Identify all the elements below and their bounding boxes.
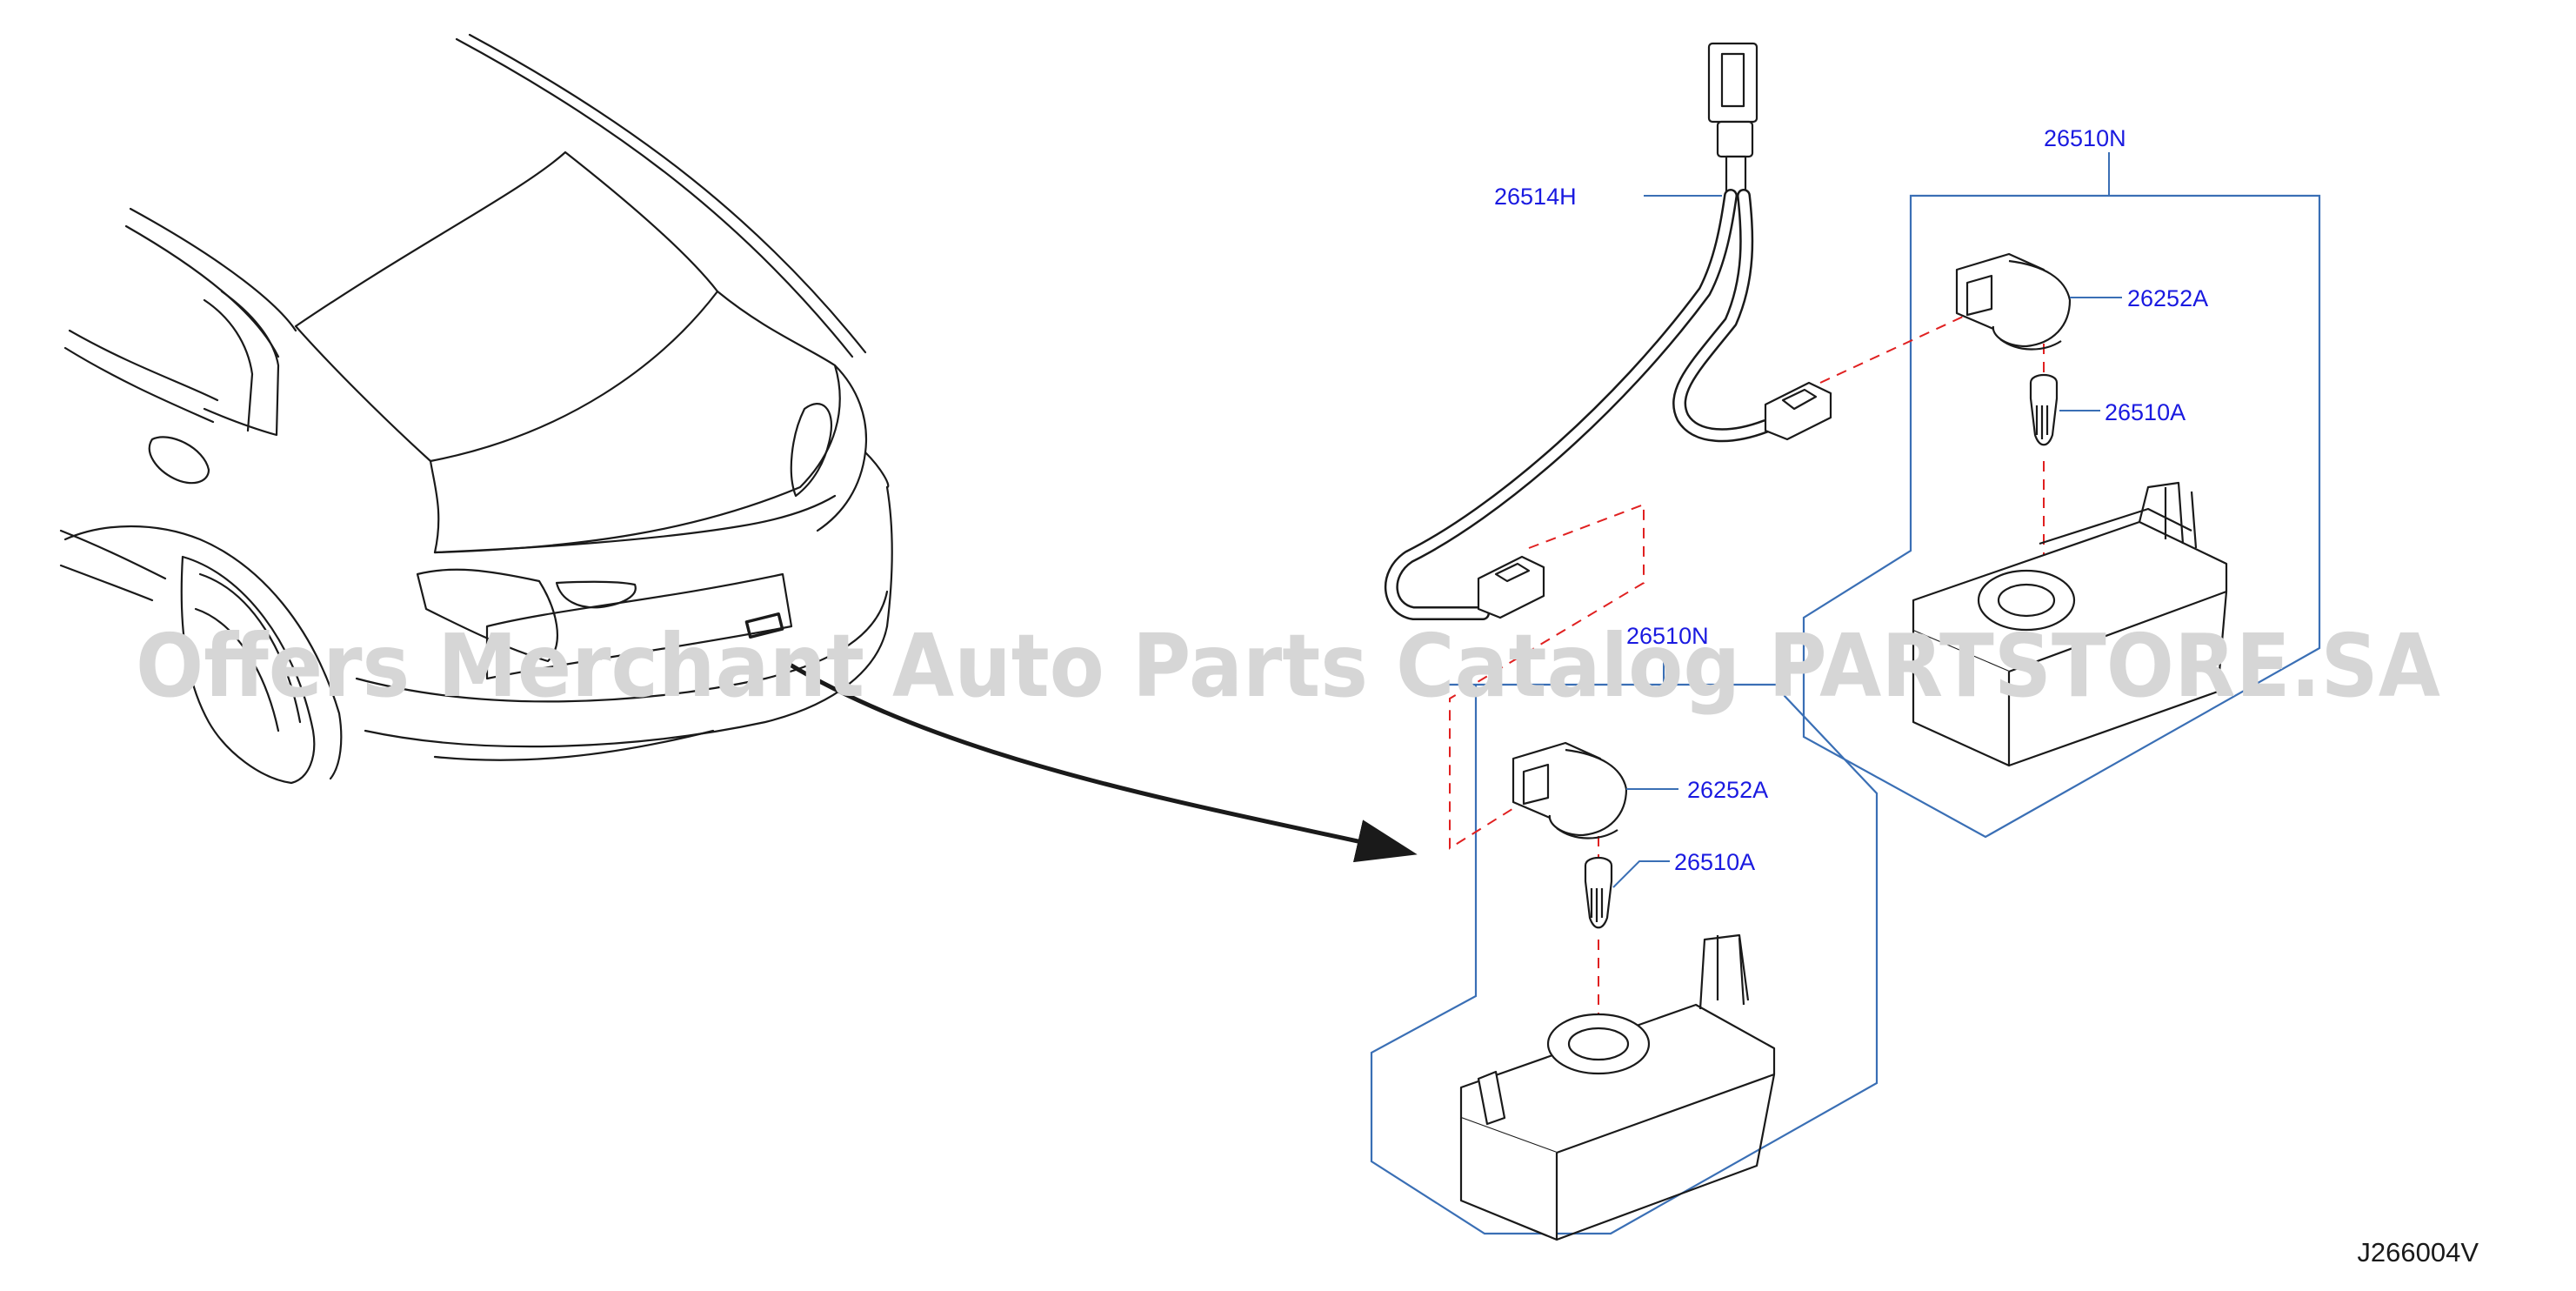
leader-left-connector-box [1449, 503, 1645, 850]
bulb-left-part [1584, 856, 1613, 929]
label-socket-right[interactable]: 26252A [2127, 285, 2208, 311]
label-lamp-assembly-left[interactable]: 26510N [1626, 623, 1709, 649]
frame-lamp-assembly-right [1802, 194, 2321, 839]
socket-right-part [1955, 252, 2072, 351]
label-lamp-assembly-right[interactable]: 26510N [2044, 125, 2126, 151]
lamp-housing-right-part [1912, 481, 2228, 767]
leader-right-connector-to-socket [1819, 311, 1975, 384]
part-labels: 26514H 26510N 26252A 26510A 26510N 26252… [1494, 125, 2208, 875]
label-socket-left[interactable]: 26252A [1687, 777, 1768, 803]
label-leaders [1612, 152, 2122, 888]
label-bulb-left[interactable]: 26510A [1674, 849, 1755, 875]
socket-left-part [1512, 741, 1628, 839]
label-bulb-right[interactable]: 26510A [2105, 399, 2186, 425]
diagram-id: J266004V [2357, 1237, 2479, 1268]
location-arrow [785, 660, 1418, 863]
watermark-text: Offers Merchant Auto Parts Catalog PARTS… [136, 615, 2440, 717]
label-harness[interactable]: 26514H [1494, 184, 1577, 210]
harness-part [1384, 42, 1832, 620]
lamp-housing-left-part [1459, 933, 1776, 1241]
frame-lamp-assembly-left [1370, 683, 1879, 1235]
car-rear-illustration [59, 33, 893, 785]
leader-bulb-left [1612, 860, 1670, 888]
bulb-right-part [2029, 373, 2059, 446]
